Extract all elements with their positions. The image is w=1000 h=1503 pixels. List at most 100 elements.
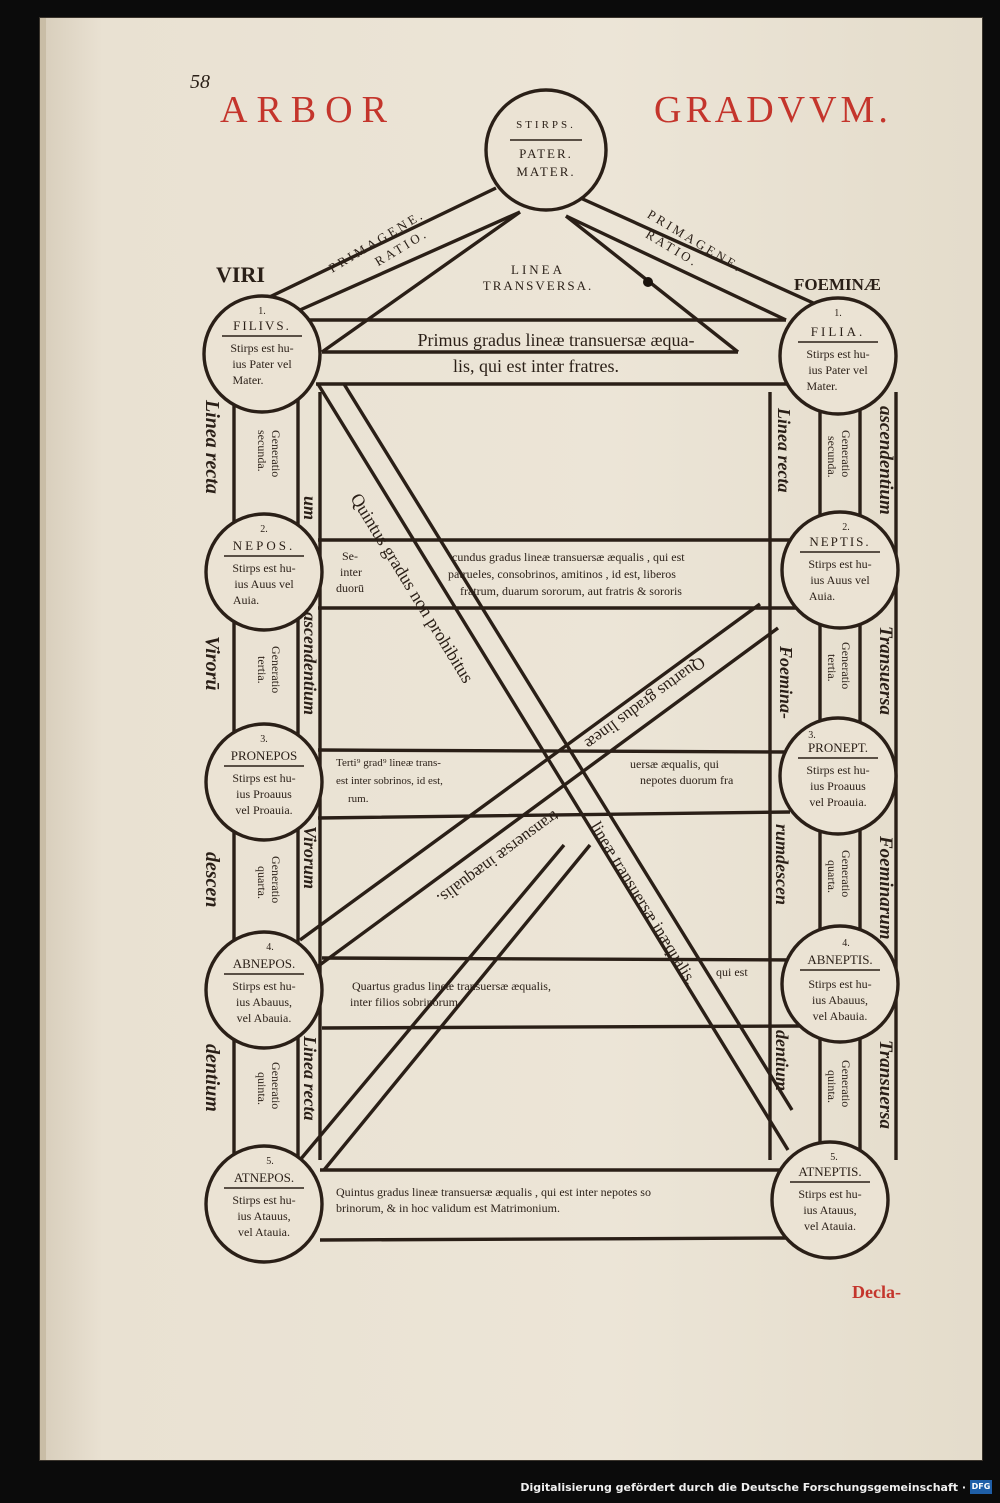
node-line2: ius Abauus, <box>236 995 292 1009</box>
node-name: ATNEPTIS. <box>798 1164 861 1179</box>
stirps-label: STIRPS. <box>516 119 576 131</box>
tertius-line2: est inter sobrinos, id est, <box>336 775 443 787</box>
left-outer-3: dentium <box>201 1044 223 1112</box>
tertius-right-1: uersæ æqualis, qui <box>630 757 720 771</box>
right-generation-2-a: Generatio <box>839 430 853 477</box>
left-generation-3-a: Generatio <box>269 646 283 693</box>
left-generation-2-b: secunda. <box>255 430 269 472</box>
node-line1: Stirps est hu- <box>808 557 871 571</box>
right-outer-0: ascendentium <box>875 406 896 515</box>
tertius-right-2: nepotes duorum fra <box>640 773 734 787</box>
primus-line1: Primus gradus lineæ transuersæ æqua- <box>418 330 695 350</box>
left-inner-3: Linea recta <box>300 1035 320 1120</box>
node-number: 4. <box>266 942 274 953</box>
left-outer-0: Linea recta <box>201 399 223 494</box>
node-line1: Stirps est hu- <box>232 771 295 785</box>
right-generation-5-b: quinta. <box>825 1070 839 1103</box>
node-line2: ius Auus vel <box>810 573 870 587</box>
stirps-node: STIRPS. PATER. MATER. <box>484 88 608 212</box>
right-generation-3-a: Generatio <box>839 642 853 689</box>
header-graduum: GRADVVM. <box>654 89 892 131</box>
tertius-line3: rum. <box>348 793 369 805</box>
node-line2: ius Auus vel <box>234 577 294 591</box>
node-name: FILIA. <box>811 324 865 339</box>
node-line3: vel Abauia. <box>237 1011 292 1025</box>
stirps-mater: MATER. <box>516 164 575 179</box>
women-nodes: 1. FILIA. Stirps est hu- ius Pater vel M… <box>770 296 900 1260</box>
node-atneptis: 5. ATNEPTIS. Stirps est hu- ius Atauus, … <box>770 1140 890 1260</box>
right-outer-2: Foeminarum <box>875 835 896 939</box>
node-line1: Stirps est hu- <box>806 763 869 777</box>
catchword: Decla- <box>852 1282 901 1302</box>
quintus-line1: Quintus gradus lineæ transuersæ æqualis … <box>336 1185 651 1199</box>
right-generation-2-b: secunda. <box>825 436 839 478</box>
node-line2: ius Pater vel <box>808 363 868 377</box>
secundus-left-1: Se- <box>342 549 358 563</box>
node-filius: 1. FILIVS. Stirps est hu- ius Pater vel … <box>202 294 322 414</box>
node-number: 4. <box>842 938 850 949</box>
node-line3: vel Atauia. <box>804 1219 856 1233</box>
secundus-line1: cundus gradus lineæ transuersæ æqualis ,… <box>452 550 685 564</box>
quartus-line2: inter filios sobrinorum. <box>350 995 461 1009</box>
node-line3: Mater. <box>807 379 838 393</box>
node-line2: ius Atauus, <box>803 1203 856 1217</box>
node-line1: Stirps est hu- <box>230 341 293 355</box>
header-arbor: ARBOR <box>220 89 396 131</box>
node-name: ATNEPOS. <box>234 1170 294 1185</box>
node-pronepos: 3. PRONEPOS Stirps est hu- ius Proauus v… <box>204 722 324 842</box>
node-name: PRONEPT. <box>808 740 868 755</box>
diag-quartus-top: Quartus gradus lineæ <box>581 653 709 754</box>
node-line2: ius Proauus <box>236 787 292 801</box>
node-line1: Stirps est hu- <box>232 561 295 575</box>
node-line2: ius Atauus, <box>237 1209 290 1223</box>
secundus-line3: fratrum, duarum sororum, aut fratris & s… <box>460 584 682 598</box>
node-filia: 1. FILIA. Stirps est hu- ius Pater vel M… <box>778 296 898 416</box>
left-outer-labels: Linea recta Virorū descen dentium <box>201 399 223 1112</box>
page-number: 58 <box>190 71 210 93</box>
node-abnepos: 4. ABNEPOS. Stirps est hu- ius Abauus, v… <box>204 930 324 1050</box>
right-inner-labels: Linea recta Foemina- rumdescen dentium <box>772 407 796 1091</box>
node-atnepos: 5. ATNEPOS. Stirps est hu- ius Atauus, v… <box>204 1144 324 1264</box>
node-line2: ius Proauus <box>810 779 866 793</box>
node-pronept: 3. PRONEPT. Stirps est hu- ius Proauus v… <box>778 716 898 836</box>
node-line3: vel Proauia. <box>809 795 866 809</box>
left-generations: Generatio secunda. Generatio tertia. Gen… <box>255 430 283 1109</box>
footer-bar: Digitalisierung gefördert durch die Deut… <box>0 1476 1000 1503</box>
foeminae-label: FOEMINÆ <box>794 275 881 294</box>
node-line2: ius Abauus, <box>812 993 868 1007</box>
node-number: 5. <box>266 1156 274 1167</box>
diag-lineae-transuersae: lineæ transuersæ inæqualis. <box>587 818 701 988</box>
node-name: FILIVS. <box>233 318 291 333</box>
linea-label: LINEA <box>511 262 565 277</box>
right-inner-0: Linea recta <box>774 407 794 492</box>
right-outer-labels: ascendentium Transuersa Foeminarum Trans… <box>875 406 896 1130</box>
secundus-left-2: inter <box>340 565 362 579</box>
left-generation-5-b: quinta. <box>255 1072 269 1105</box>
diag-quartus-bottom: transuersæ inæqualis. <box>434 807 563 909</box>
men-nodes: 1. FILIVS. Stirps est hu- ius Pater vel … <box>202 294 324 1264</box>
viri-label: VIRI <box>216 262 265 287</box>
left-generation-5-a: Generatio <box>269 1062 283 1109</box>
node-line1: Stirps est hu- <box>806 347 869 361</box>
node-line1: Stirps est hu- <box>808 977 871 991</box>
node-name: ABNEPTIS. <box>807 952 872 967</box>
node-number: 5. <box>830 1152 838 1163</box>
left-inner-1: ascendentium <box>300 612 320 715</box>
node-line3: vel Proauia. <box>235 803 292 817</box>
primus-line2: lis, qui est inter fratres. <box>453 356 619 376</box>
node-number: 2. <box>260 524 268 535</box>
left-outer-1: Virorū <box>201 636 223 690</box>
transversa-label: TRANSVERSA. <box>483 278 594 293</box>
left-generation-2-a: Generatio <box>269 430 283 477</box>
quintus-line2: brinorum, & in hoc validum est Matrimoni… <box>336 1201 560 1215</box>
right-inner-1: Foemina- <box>776 645 796 719</box>
node-name: ABNEPOS. <box>233 956 296 971</box>
node-line3: vel Atauia. <box>238 1225 290 1239</box>
node-name: PRONEPOS <box>231 748 297 763</box>
left-outer-2: descen <box>201 852 223 908</box>
arbor-graduum-diagram: 58 ARBOR GRADVVM. STIRPS. PATER. MATER. <box>190 71 901 1302</box>
node-line3: Auia. <box>809 589 835 603</box>
right-generation-3-b: tertia. <box>825 654 839 682</box>
secundus-left-3: duorū <box>336 581 364 595</box>
node-number: 2. <box>842 522 850 533</box>
